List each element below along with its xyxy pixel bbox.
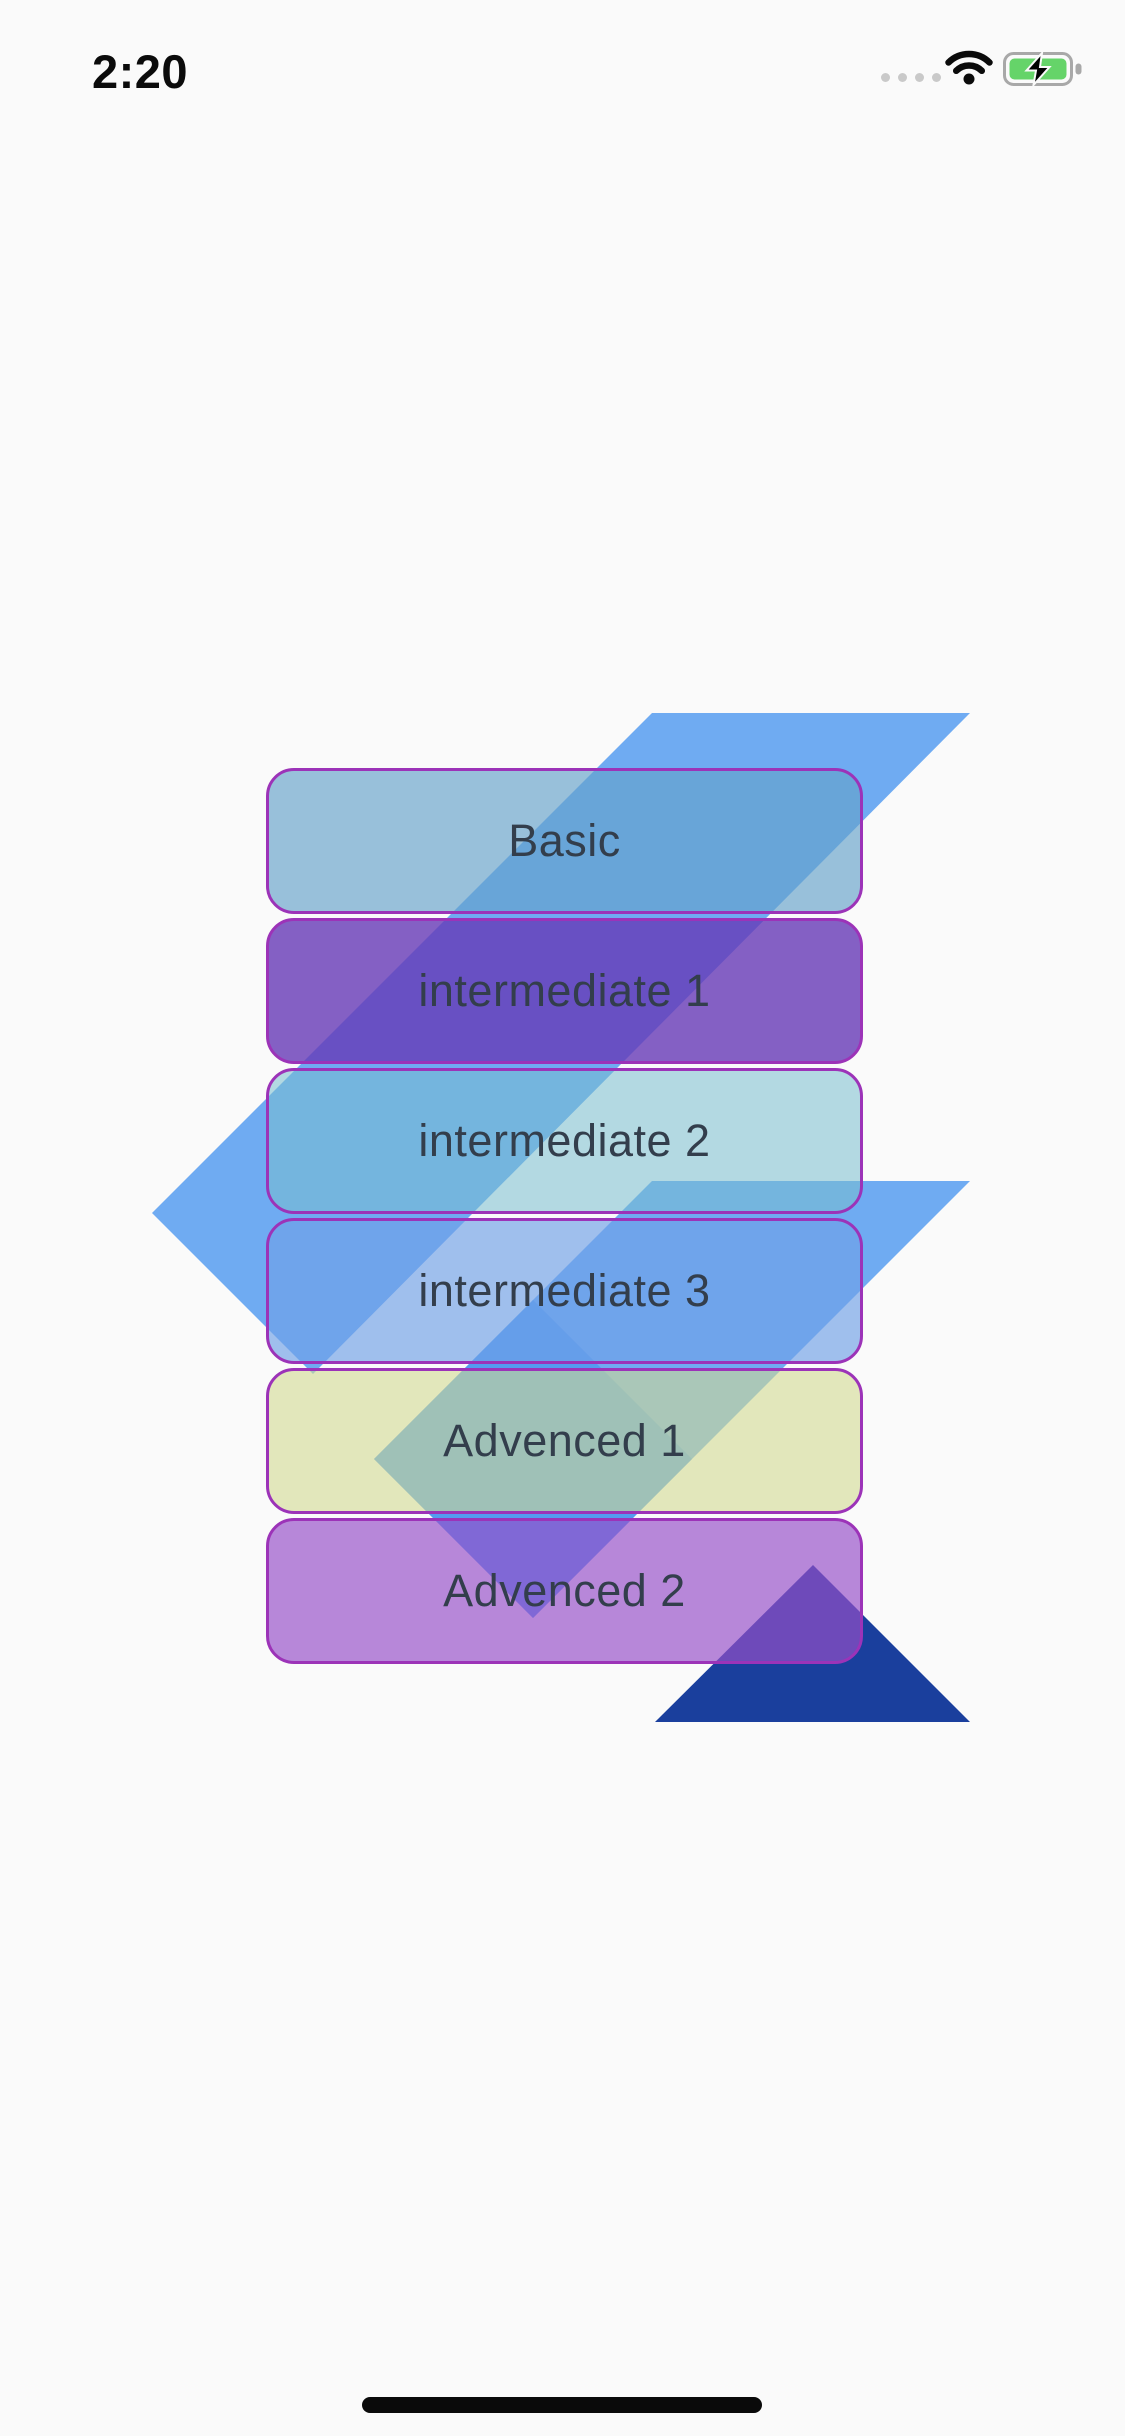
advenced-1-button[interactable]: Advenced 1 [266,1368,863,1514]
basic-button[interactable]: Basic [266,768,863,914]
signal-dot [898,73,907,82]
wifi-icon [945,50,993,85]
signal-dot [915,73,924,82]
signal-dot [881,73,890,82]
intermediate-2-button[interactable]: intermediate 2 [266,1068,863,1214]
home-indicator[interactable] [362,2397,762,2413]
status-bar: 2:20 [0,0,1125,130]
battery-charging-icon [1003,52,1082,86]
intermediate-3-button[interactable]: intermediate 3 [266,1218,863,1364]
advenced-2-button[interactable]: Advenced 2 [266,1518,863,1664]
intermediate-2-button-label: intermediate 2 [418,1115,711,1166]
signal-dot [932,73,941,82]
basic-button-label: Basic [508,815,621,866]
advenced-2-button-label: Advenced 2 [443,1565,686,1616]
status-time: 2:20 [92,45,189,98]
advenced-1-button-label: Advenced 1 [443,1415,686,1466]
intermediate-1-button[interactable]: intermediate 1 [266,918,863,1064]
intermediate-1-button-label: intermediate 1 [418,965,711,1016]
cellular-signal-icon [881,73,941,82]
intermediate-3-button-label: intermediate 3 [418,1265,711,1316]
